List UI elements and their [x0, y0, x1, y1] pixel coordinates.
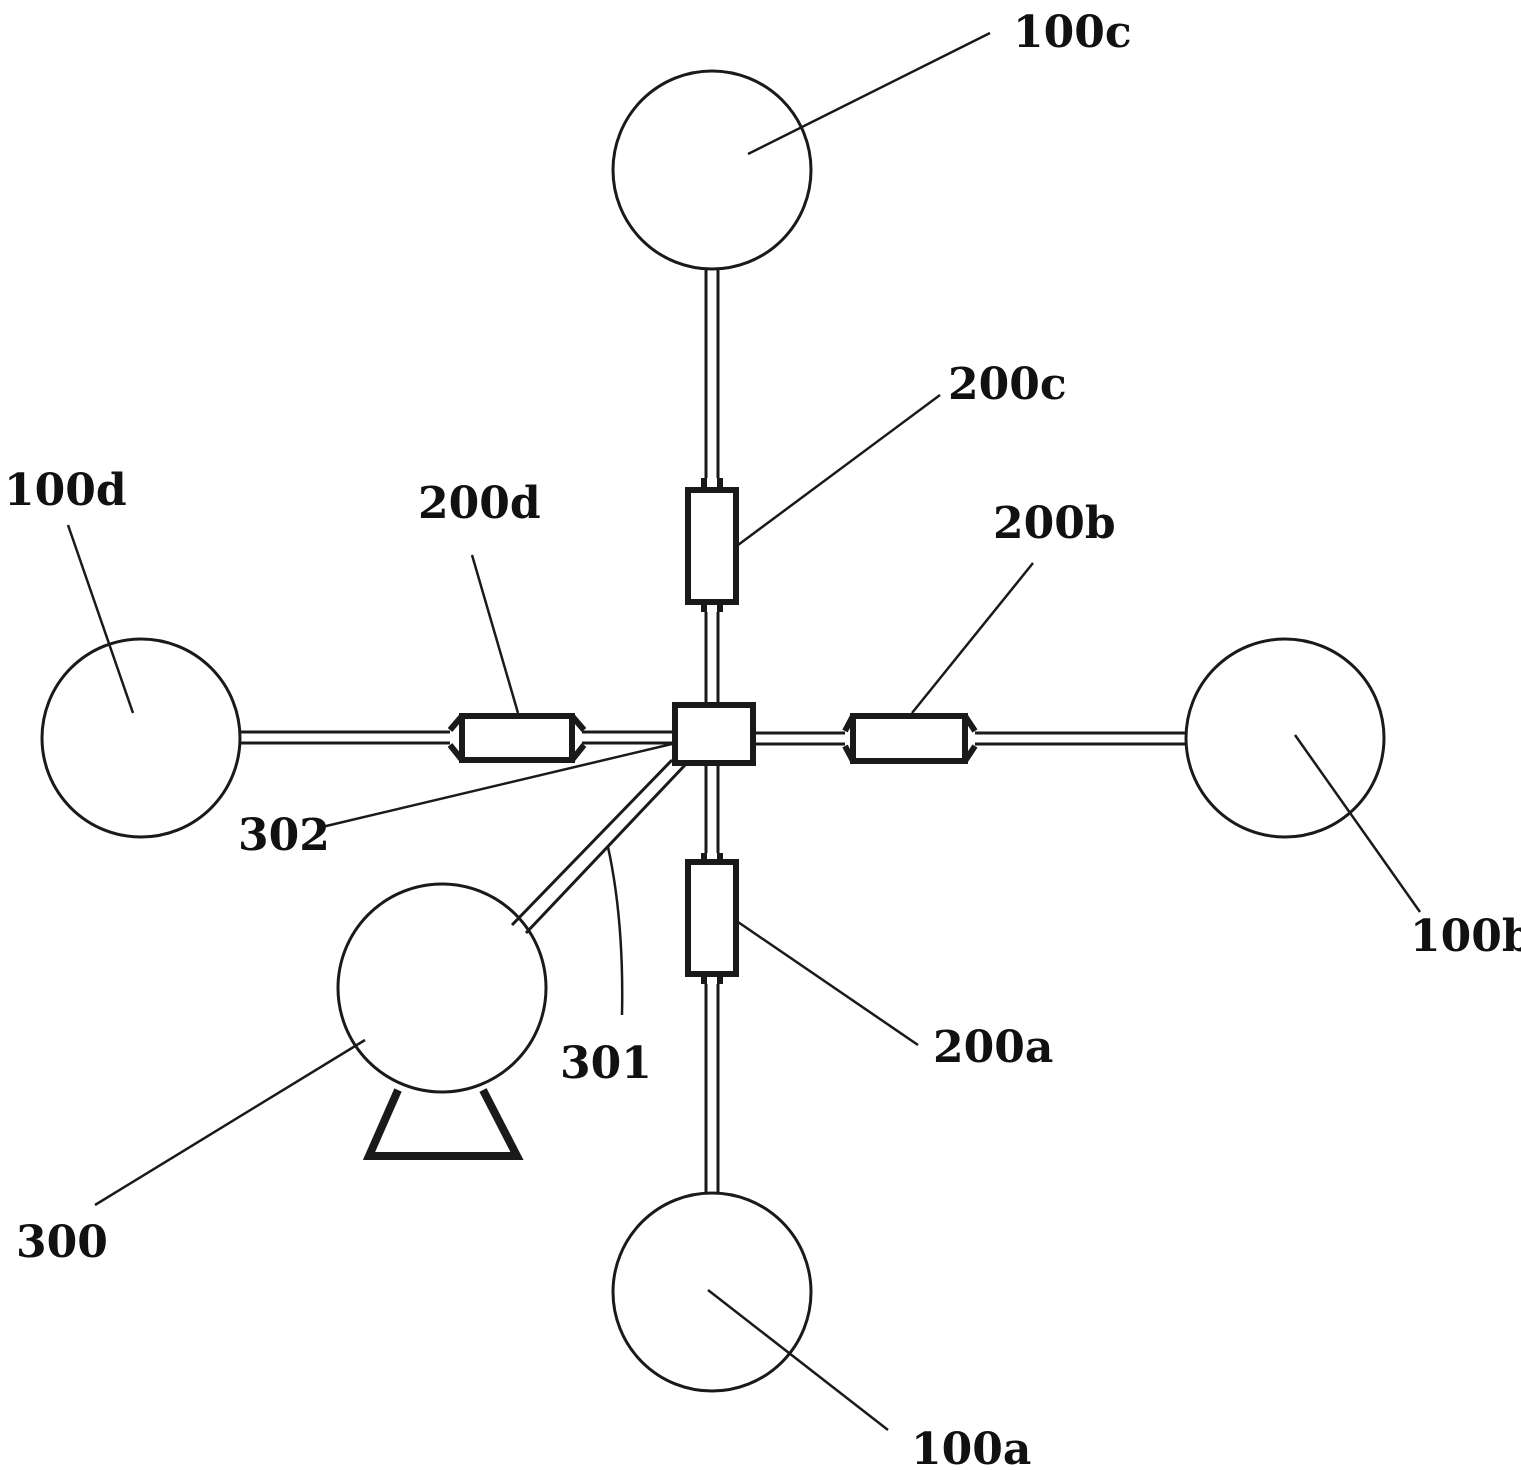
tank-100b — [1184, 637, 1386, 839]
label-junction: 302 — [238, 810, 330, 861]
pipe-valve-c-junction — [704, 612, 720, 703]
pump-300 — [336, 882, 548, 1160]
leader-200a — [737, 920, 919, 1047]
label-pump: 300 — [16, 1217, 108, 1268]
label-tank-a: 100a — [911, 1424, 1031, 1470]
leader-100c — [747, 31, 991, 156]
leader-302 — [321, 741, 677, 829]
label-valve-c: 200c — [948, 359, 1067, 410]
leader-200b — [911, 562, 1034, 714]
label-pipe: 301 — [560, 1038, 652, 1089]
label-tank-c: 100c — [1013, 7, 1132, 58]
leader-200d — [470, 554, 520, 714]
pipe-left-d — [240, 730, 450, 745]
valve-200d — [447, 713, 587, 763]
leader-100b — [1293, 734, 1422, 913]
valve-200c — [685, 478, 739, 612]
junction-box — [672, 702, 756, 766]
leader-300 — [94, 1038, 366, 1207]
tank-100a — [611, 1191, 813, 1393]
tank-100d — [40, 637, 242, 839]
pipe-junction-valve-b — [754, 731, 845, 746]
pipe-valve-d-junction — [582, 730, 674, 745]
tank-100c — [611, 69, 813, 271]
label-tank-b: 100b — [1410, 911, 1521, 962]
pipe-right-b — [975, 731, 1186, 746]
pipe-junction-valve-a — [704, 763, 720, 853]
leader-200c — [737, 393, 941, 547]
pipe-upper-c — [704, 270, 720, 478]
valve-200b — [842, 713, 978, 764]
leader-100a — [707, 1289, 889, 1431]
pipe-lower-a — [704, 984, 720, 1192]
pipe-301 — [510, 758, 688, 935]
leader-301 — [606, 846, 624, 1016]
label-valve-d: 200d — [418, 478, 541, 529]
valve-200a — [685, 853, 739, 984]
label-tank-d: 100d — [4, 465, 127, 516]
leader-100d — [66, 524, 135, 714]
label-valve-a: 200a — [933, 1022, 1053, 1073]
label-valve-b: 200b — [993, 498, 1116, 549]
